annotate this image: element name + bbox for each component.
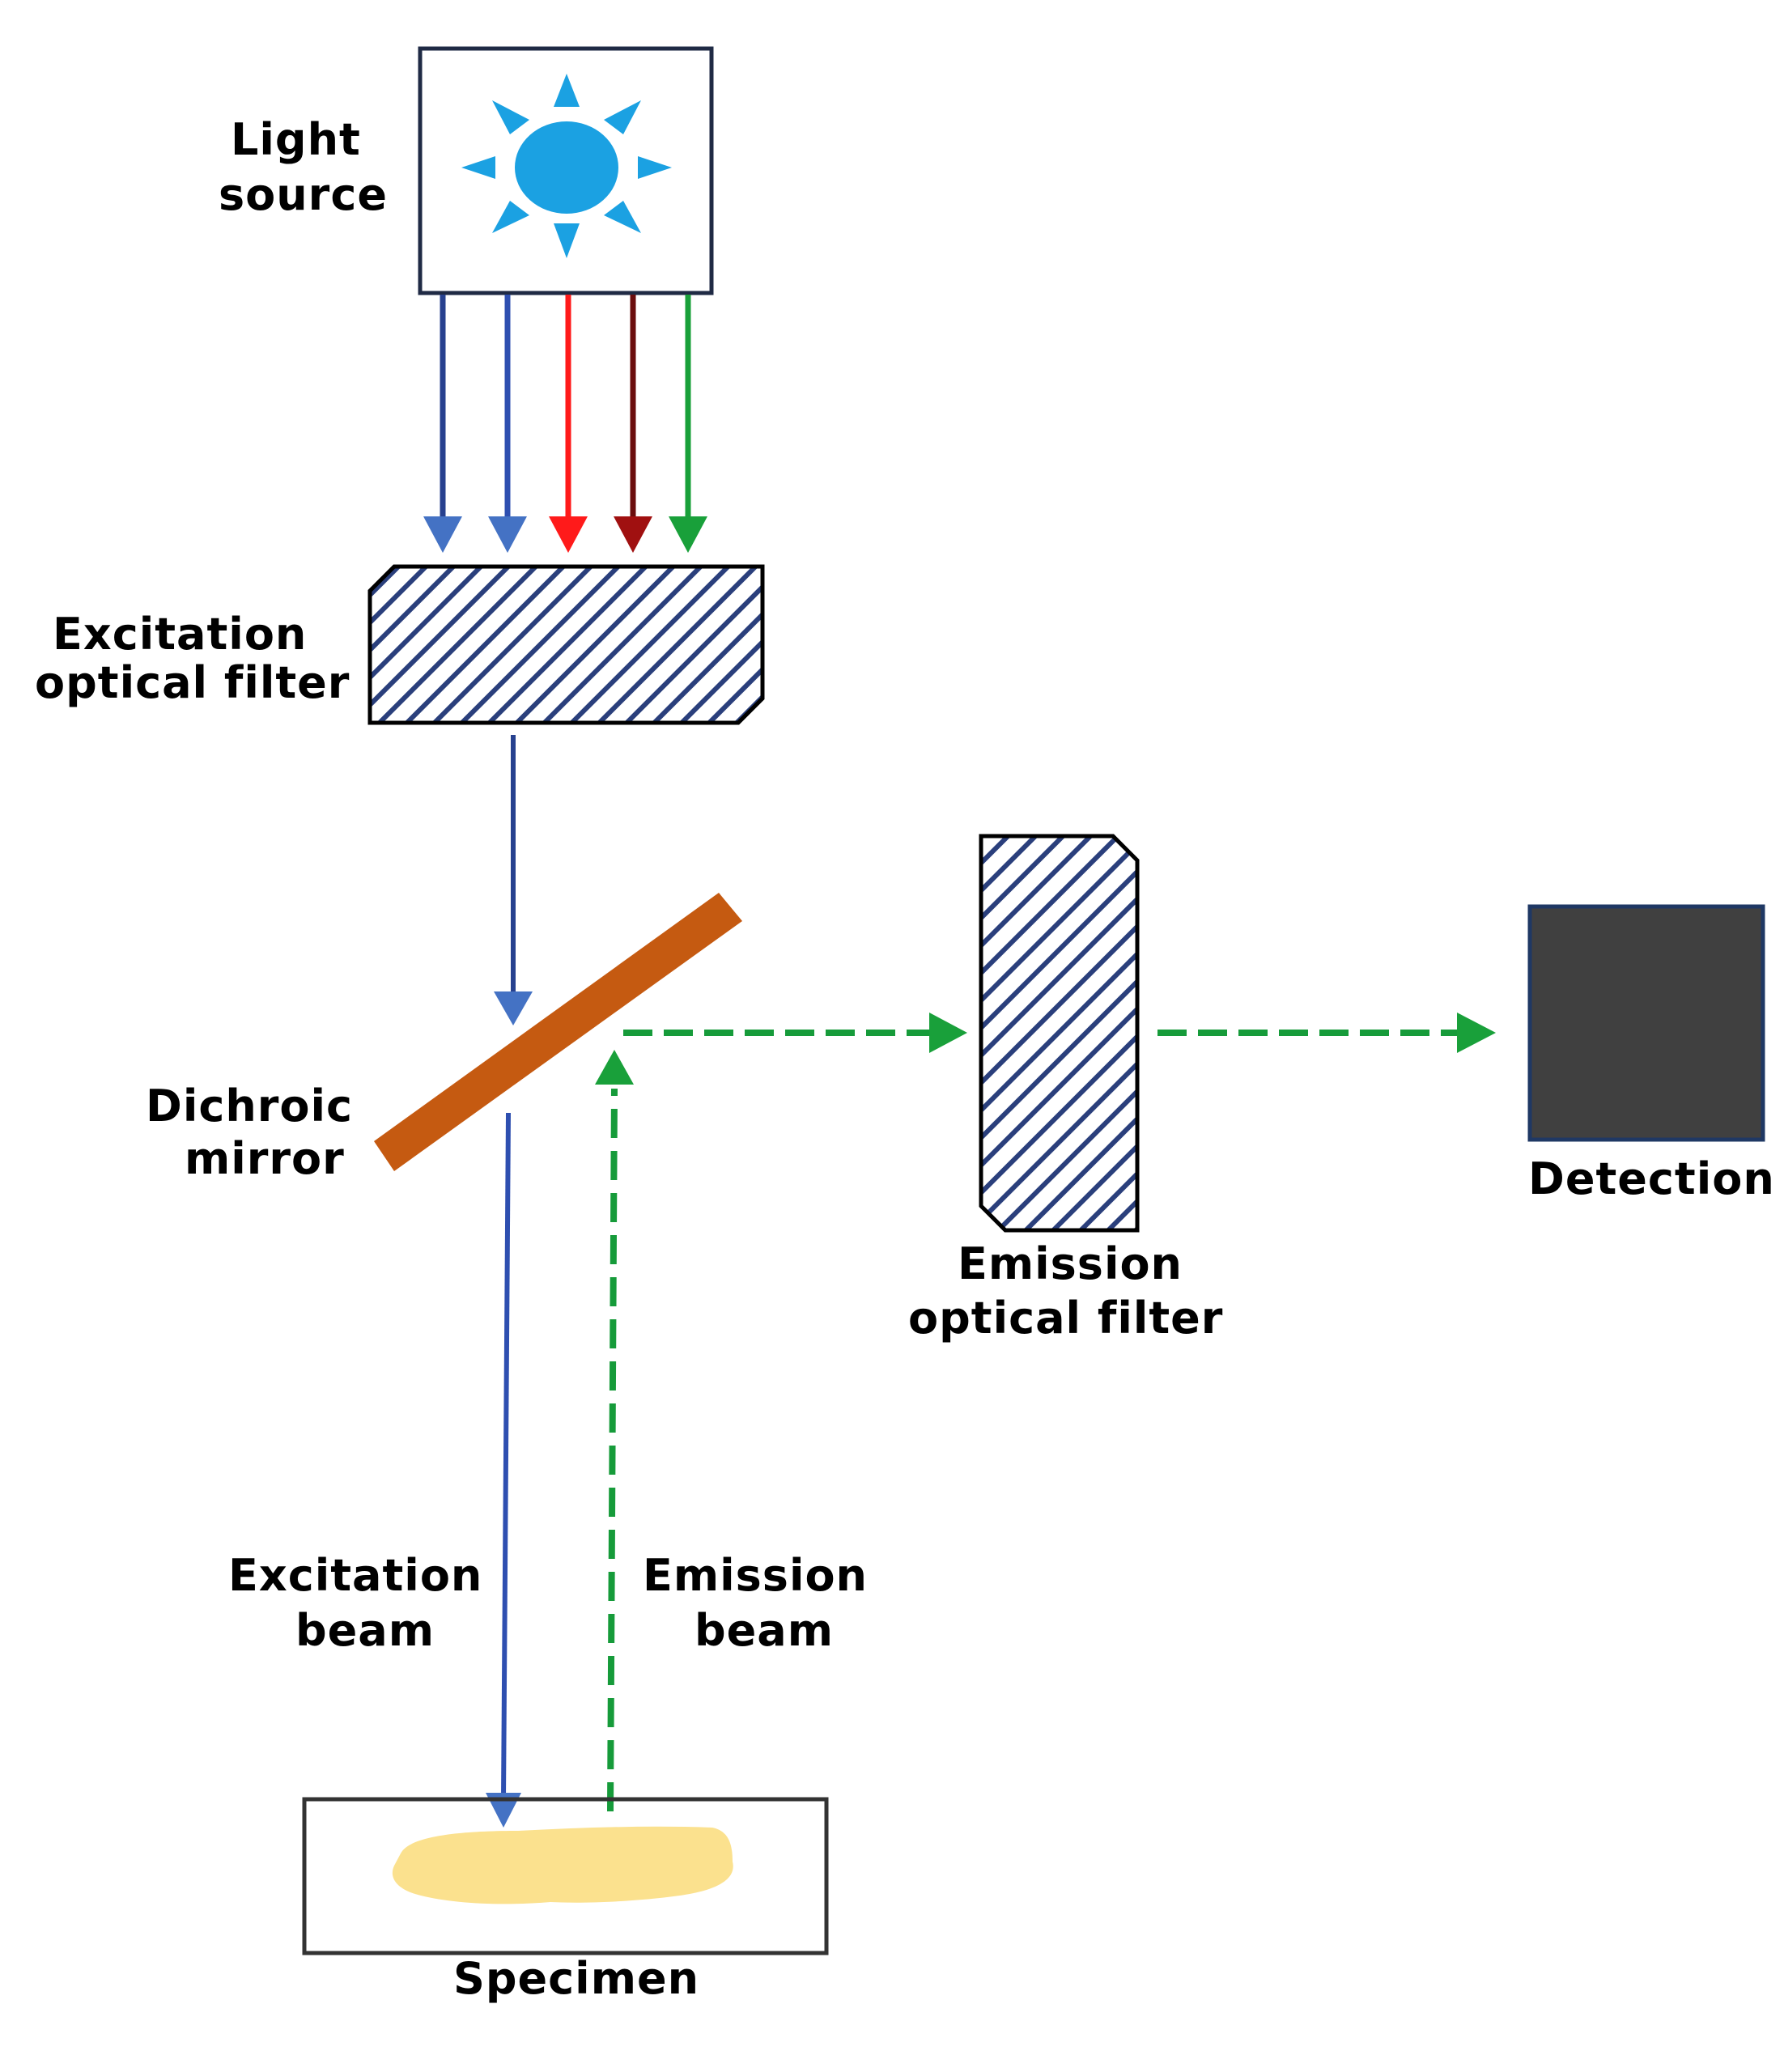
- excitation-filter: [367, 564, 765, 725]
- excitation-beam-arrow: [486, 1112, 521, 1828]
- filtered-excitation-arrow: [494, 735, 533, 1025]
- spectrum-arrow-red-head: [549, 516, 588, 553]
- dichroic-mirror: [374, 893, 742, 1171]
- specimen-sample: [392, 1826, 733, 1904]
- specimen-slide: [302, 1797, 829, 1955]
- spectrum-arrow-dark-red-head: [614, 516, 652, 553]
- sun-icon: [461, 74, 672, 258]
- spectrum-arrow-green-head: [669, 516, 707, 553]
- light-source-label-line1: Light: [231, 114, 361, 165]
- specimen-label: Specimen: [453, 1953, 699, 2004]
- emission-filter-label-line1: Emission: [958, 1238, 1183, 1289]
- emission-beam-arrow: [595, 1050, 634, 1812]
- emission-filter: [979, 834, 1140, 1233]
- spectrum-arrow-blue-2-head: [488, 516, 527, 553]
- excitation-beam-label-line1: Excitation: [228, 1550, 482, 1601]
- spectrum-arrow-blue-1-head: [423, 516, 462, 553]
- filtered-emission-arrow: [1157, 1013, 1496, 1053]
- excitation-filter-label-line1: Excitation: [53, 609, 307, 660]
- emission-filter-label-line2: optical filter: [908, 1293, 1223, 1344]
- light-source: [418, 46, 714, 295]
- detector: [1527, 904, 1765, 1142]
- excitation-beam-label-line2: beam: [295, 1605, 435, 1656]
- dichroic-mirror-label-line1: Dichroic: [146, 1081, 353, 1132]
- emission-beam-label-line2: beam: [694, 1605, 834, 1656]
- spectrum-arrows: [423, 295, 707, 553]
- detection-label: Detection: [1528, 1153, 1775, 1204]
- emission-beam-label-line1: Emission: [643, 1550, 868, 1601]
- excitation-filter-label-line2: optical filter: [35, 657, 350, 708]
- reflected-emission-arrow: [623, 1013, 967, 1053]
- dichroic-mirror-label-line2: mirror: [185, 1133, 345, 1184]
- light-source-label-line2: source: [219, 169, 388, 220]
